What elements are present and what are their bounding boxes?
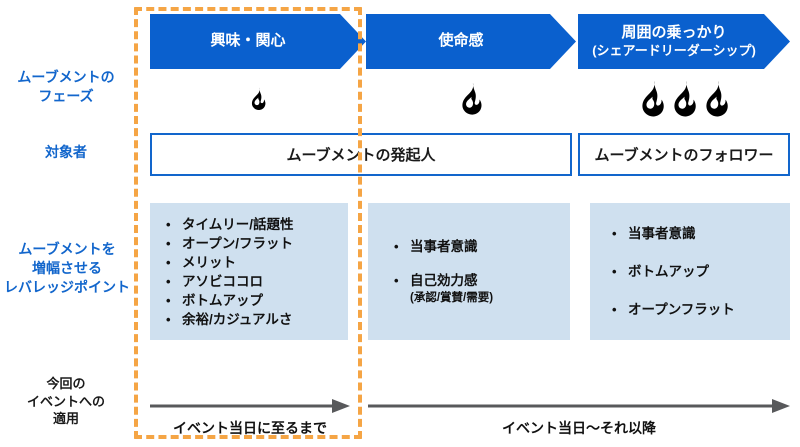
target-audience-box-2: ムーブメントのフォロワー [578,133,790,176]
list-item-text: アソビココロ [182,273,263,289]
list-item: オープン/フラット [164,234,348,253]
flame-group-phase-3 [578,80,790,118]
leverage-box-3: 当事者意識 ボトムアップ オープンフラット [590,203,790,340]
arrow-right-icon [150,399,350,413]
flame-icon [251,87,266,111]
arrow-right-icon [368,399,790,413]
list-item-text: オープン/フラット [182,235,293,251]
flame-icon [674,80,696,117]
phase-chevron-1-text: 興味・関心 [204,32,311,51]
list-item-text: タイムリー/話題性 [182,216,294,232]
flame-group-phase-2 [366,80,576,118]
phase-chevron-3: 周囲の乗っかり (シェアードリーダーシップ) [578,14,790,69]
list-item: メリット [164,253,348,272]
flame-icon [706,80,728,117]
list-item-text: 当事者意識 [628,225,696,241]
leverage-list-1: タイムリー/話題性 オープン/フラット メリット アソビココロ ボトムアップ 余… [150,215,348,329]
row-label-target-audience: 対象者 [45,144,87,160]
list-item-text: 当事者意識 [410,238,478,254]
target-audience-box-1: ムーブメントの発起人 [150,133,572,176]
phase-chevron-1: 興味・関心 [150,14,366,69]
phase-chevron-3-subtitle: (シェアードリーダーシップ) [592,42,756,58]
list-item-text: ボトムアップ [628,263,709,279]
phase-chevron-1-title: 興味・関心 [210,32,286,50]
timeline-arrow-1 [150,398,350,414]
list-item: オープンフラット [610,301,790,319]
list-item: アソビココロ [164,272,348,291]
list-item: 当事者意識 [610,225,790,243]
list-item: 余裕/カジュアルさ [164,310,348,329]
list-item-text: 余裕/カジュアルさ [182,311,293,327]
list-item-text: メリット [182,254,236,270]
leverage-box-2: 当事者意識 自己効力感 (承認/賞賛/需要) [368,203,570,340]
list-item: ボトムアップ [164,291,348,310]
row-label-leverage-points: ムーブメントを 増幅させる レバレッジポイント [4,241,130,295]
phase-chevron-3-title: 周囲の乗っかり [621,24,727,41]
timeline-arrow-2 [368,398,790,414]
list-item-subtext: (承認/賞賛/需要) [410,291,494,304]
timeline-caption-2: イベント当日〜それ以降 [502,420,656,436]
flame-icon [462,82,482,115]
timeline-caption-1: イベント当日に至るまで [173,420,327,436]
list-item-text: 自己効力感 [410,272,478,288]
phase-chevron-2-title: 使命感 [438,32,484,50]
list-item: 当事者意識 [392,238,570,256]
phase-chevron-3-text: 周囲の乗っかり (シェアードリーダーシップ) [586,24,782,59]
row-label-event-application: 今回の イベントへの 適用 [26,376,105,427]
flame-group-phase-1 [150,80,366,118]
leverage-list-3: 当事者意識 ボトムアップ オープンフラット [590,225,790,319]
list-item: タイムリー/話題性 [164,215,348,234]
list-item: 自己効力感 (承認/賞賛/需要) [392,272,570,306]
phase-chevron-2: 使命感 [366,14,576,69]
list-item-text: ボトムアップ [182,292,263,308]
row-label-movement-phase: ムーブメントの フェーズ [17,69,115,104]
flame-icon [642,80,664,117]
list-item-text: オープンフラット [628,301,735,317]
leverage-list-2: 当事者意識 自己効力感 (承認/賞賛/需要) [368,238,570,306]
list-item: ボトムアップ [610,263,790,281]
leverage-box-1: タイムリー/話題性 オープン/フラット メリット アソビココロ ボトムアップ 余… [150,203,348,340]
phase-chevron-2-text: 使命感 [432,32,509,51]
